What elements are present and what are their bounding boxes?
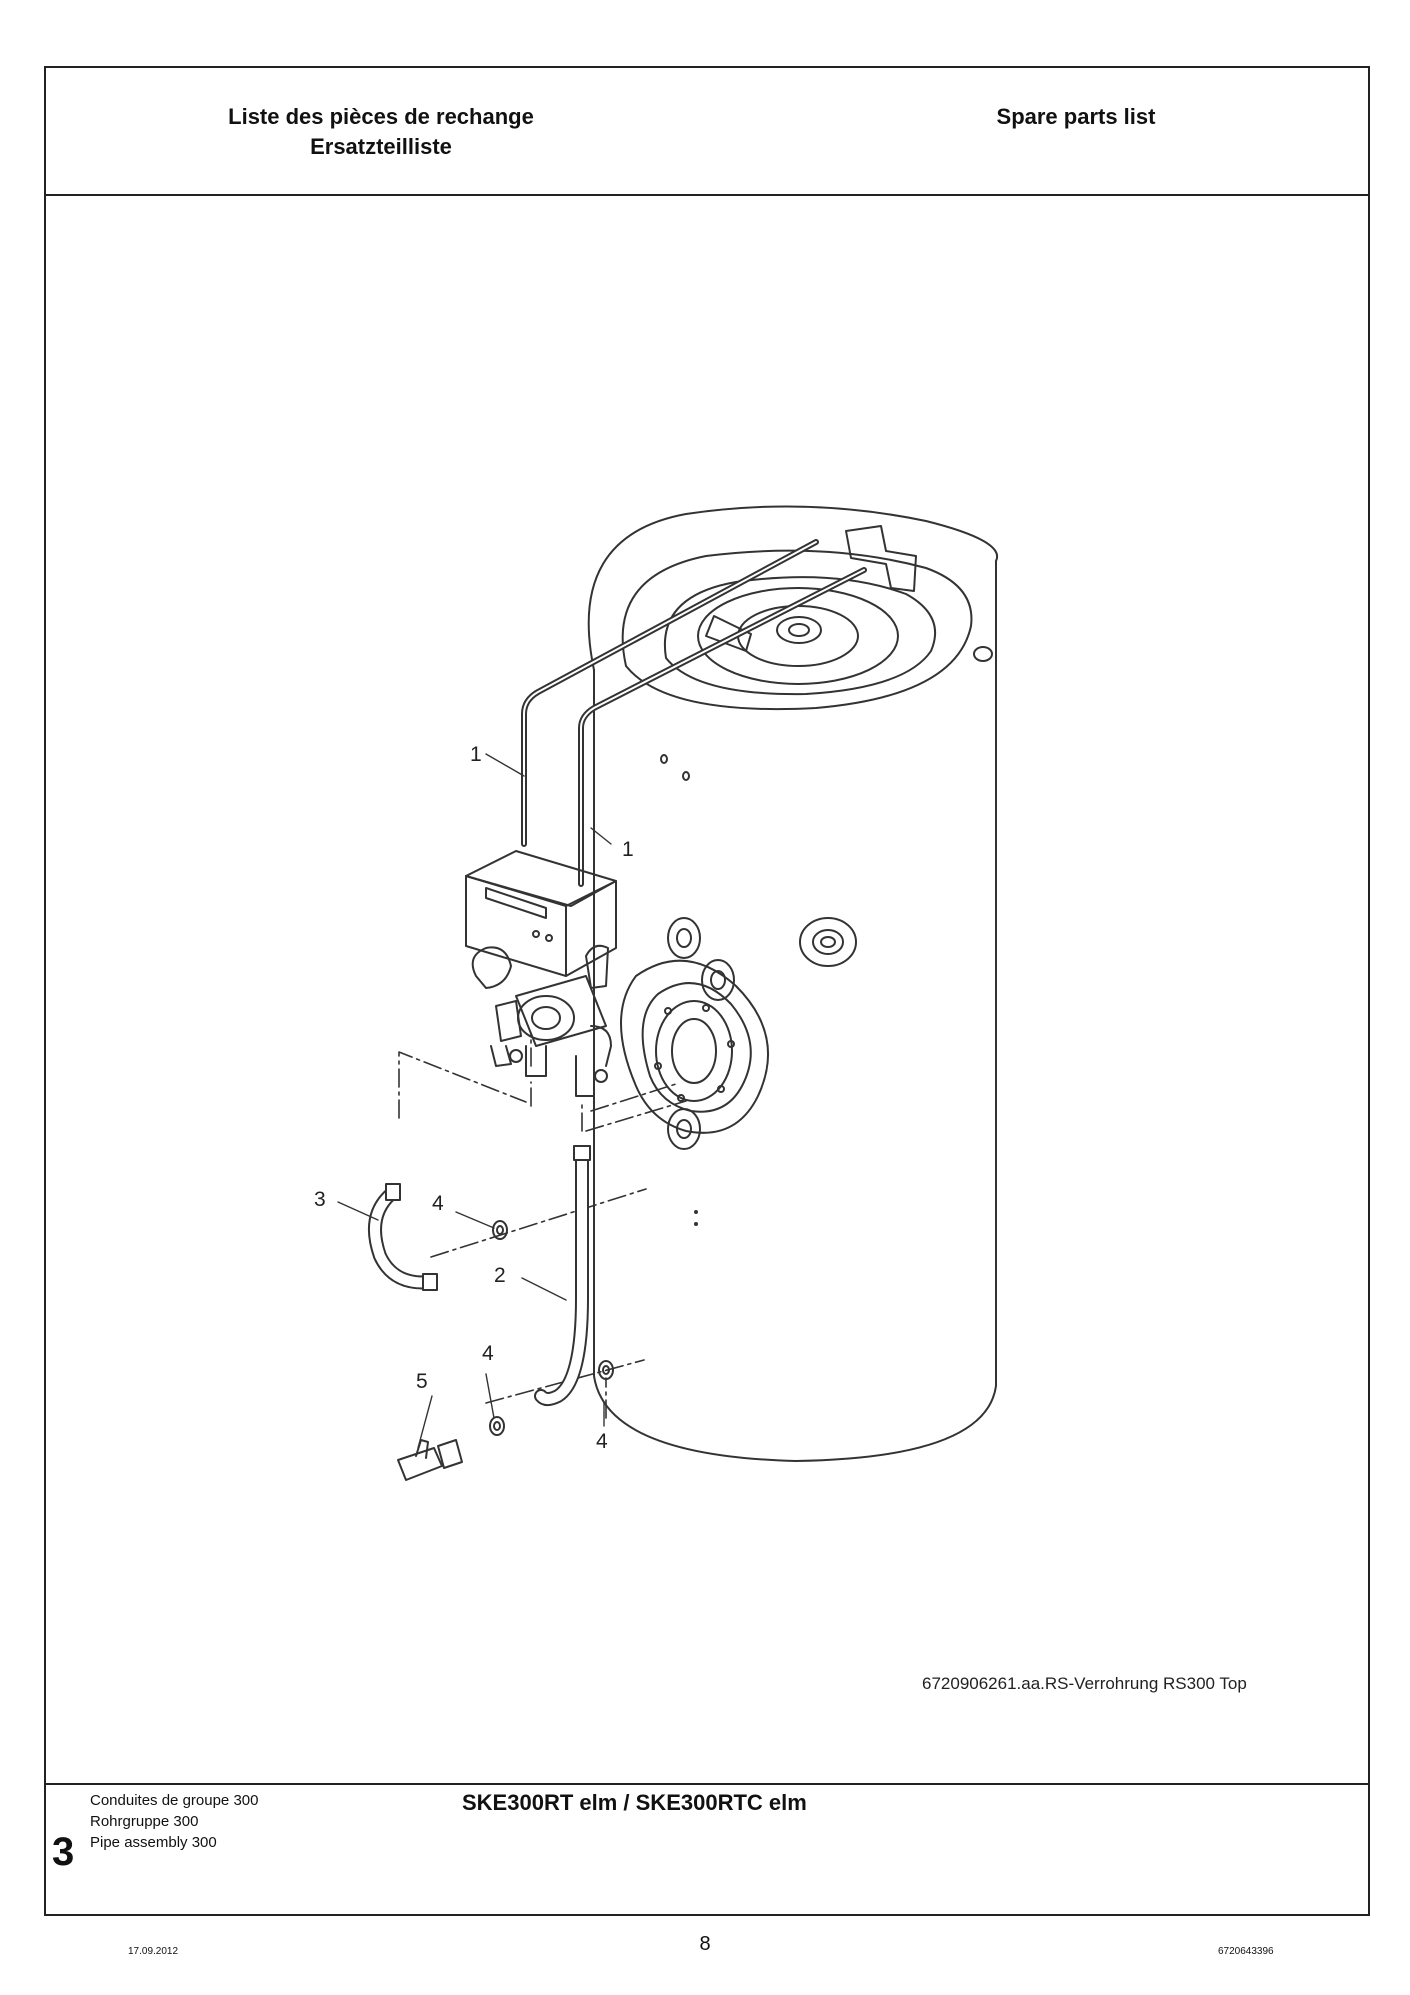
footer-date: 17.09.2012 [128,1946,179,1957]
seal-4-a [492,1220,508,1240]
page-frame: Liste des pièces de rechange Ersatzteill… [44,66,1370,1916]
assembly-lines [398,1033,687,1419]
section-name-french: Conduites de groupe 300 [90,1792,259,1809]
title-french: Liste des pièces de rechange [228,104,534,129]
callout-1-right: 1 [622,838,634,861]
page-number: 8 [699,1933,711,1955]
title-german: Ersatzteilliste [310,134,452,159]
section-number: 3 [52,1830,75,1874]
document-code: 6720643396 [1218,1946,1274,1957]
leader-lines [337,753,612,1449]
header-title-left: Liste des pièces de rechange Ersatzteill… [46,102,716,162]
callout-4-mid: 4 [482,1342,494,1365]
exploded-view-diagram: 1 1 3 4 2 4 5 4 [314,505,999,1481]
section-name-english: Pipe assembly 300 [90,1834,217,1851]
hose-3 [368,1183,438,1291]
seal-4-c [598,1360,614,1380]
model-name: SKE300RT elm / SKE300RTC elm [462,1790,807,1815]
callout-1-left: 1 [470,743,482,766]
pump-group [471,944,612,1097]
title-english: Spare parts list [996,104,1156,129]
valve-5 [397,1439,463,1481]
controller-box [465,850,617,977]
callout-2: 2 [494,1264,506,1287]
seal-4-b [489,1416,505,1436]
figure-reference: 6720906261.aa.RS-Verrohrung RS300 Top [922,1674,1247,1693]
pipe-1-right [578,567,867,887]
section-name-german: Rohrgruppe 300 [90,1813,199,1830]
section-names: Conduites de groupe 300 Rohrgruppe 300 P… [90,1790,258,1853]
header-divider [46,194,1368,196]
pipe-1-left [521,539,819,847]
callout-3: 3 [314,1188,326,1211]
callout-5: 5 [416,1370,428,1393]
pipe-2 [534,1145,591,1406]
callout-4-bottom: 4 [596,1430,608,1453]
footer-divider [46,1783,1368,1785]
storage-tank [587,505,999,1462]
callout-4-top: 4 [432,1192,444,1215]
